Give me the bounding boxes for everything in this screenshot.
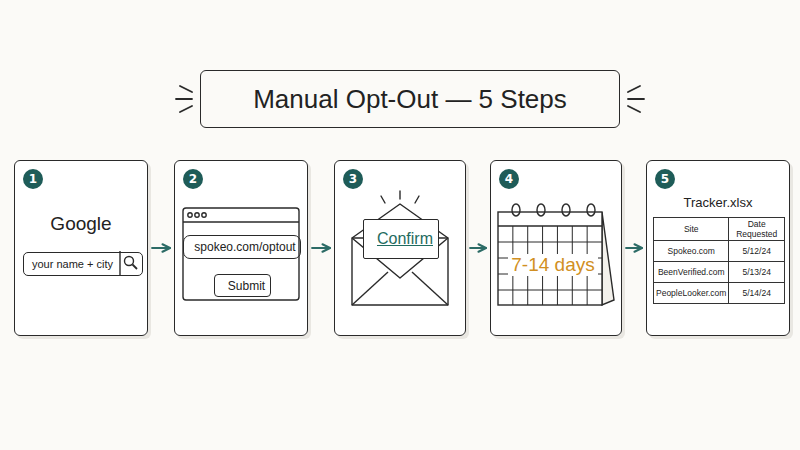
search-box: your name + city: [23, 252, 143, 276]
calendar-page: [498, 212, 602, 305]
table-row: Site Date Requested: [654, 218, 785, 241]
envelope-fold: [412, 272, 448, 305]
panel-ground: [490, 160, 622, 336]
table-cell: Site: [654, 218, 729, 241]
table-cell-text: PeopleLooker.com: [656, 288, 726, 298]
step-panel: spokeo.com/optoutSubmit 2: [174, 160, 308, 336]
flourish-stroke: [180, 86, 192, 92]
step-panel: your name + city 1Google: [14, 160, 148, 336]
table-cell: Date Requested: [729, 218, 785, 241]
calendar-ring: [562, 204, 570, 216]
calendar-side: [602, 212, 614, 305]
flourish-stroke: [180, 106, 192, 112]
calendar-grid-line: [498, 242, 602, 243]
burst-stroke: [399, 191, 400, 199]
table-row: Spokeo.com 5/12/24: [654, 241, 785, 262]
browser-titlebar: [183, 221, 299, 222]
table-cell-text: Date Requested: [736, 219, 777, 239]
table-cell-text: Spokeo.com: [668, 246, 715, 256]
panel-ground: [174, 160, 308, 336]
search-text: your name + city: [32, 258, 113, 270]
envelope-fold: [352, 272, 388, 305]
callout-number: 1: [23, 169, 43, 189]
calendar-header-line: [498, 225, 602, 226]
table-cell: Spokeo.com: [654, 241, 729, 262]
table-cell-text: BeenVerified.com: [658, 267, 725, 277]
panel-grounds: [14, 160, 793, 339]
calendar: [498, 204, 614, 305]
title-text: Manual Opt-Out — 5 Steps: [253, 84, 567, 115]
flourish-stroke: [628, 86, 640, 92]
browser-dot: [195, 213, 199, 217]
burst-stroke: [415, 196, 419, 203]
panel-ground: [646, 160, 790, 336]
confirm-text: Confirm: [377, 230, 433, 248]
browser-frame: [183, 208, 299, 300]
calendar-ring: [537, 204, 545, 216]
url-field: spokeo.com/optout: [183, 235, 300, 259]
title-box: Manual Opt-Out — 5 Steps: [200, 70, 620, 128]
button-label: Submit: [228, 279, 265, 293]
flow-arrow: [152, 247, 170, 249]
table-cell: PeopleLooker.com: [654, 283, 729, 304]
table-cell: 5/13/24: [729, 262, 785, 283]
search-logo: Google: [15, 213, 147, 235]
browser-dot: [202, 213, 206, 217]
url-text: spokeo.com/optout: [194, 240, 295, 254]
table-cell: BeenVerified.com: [654, 262, 729, 283]
table-cell-text: Site: [684, 224, 699, 234]
table-cell-text: 5/13/24: [743, 267, 771, 277]
calendar-ring: [587, 204, 595, 216]
callout-number: 3: [343, 169, 363, 189]
flow-arrow: [470, 247, 486, 249]
table-row: BeenVerified.com 5/13/24: [654, 262, 785, 283]
browser-dot: [188, 213, 192, 217]
panel-ground: [334, 160, 466, 336]
table-cell: 5/12/24: [729, 241, 785, 262]
envelope: [352, 191, 448, 305]
duration-text: 7-14 days: [508, 254, 597, 276]
flourish-stroke: [628, 106, 640, 112]
table-cell: 5/14/24: [729, 283, 785, 304]
flourish-stroke: [628, 98, 644, 100]
flourish-stroke: [176, 98, 192, 100]
table-cell-text: 5/12/24: [743, 246, 771, 256]
confirm-card: Confirm: [363, 219, 439, 259]
flow-arrow: [312, 247, 330, 249]
magnifier-handle: [133, 265, 138, 270]
callout-number: 2: [183, 169, 203, 189]
browser-window: [183, 208, 299, 300]
calendar-grid-line: [498, 290, 602, 291]
burst-stroke: [381, 196, 385, 203]
table-cell-text: 5/14/24: [743, 288, 771, 298]
calendar-box: 7-14 days: [500, 249, 601, 281]
step-panel: 5Tracker.xlsxSiteDate RequestedSpokeo.co…: [646, 160, 790, 336]
tracker-table: Site Date RequestedSpokeo.com 5/12/24BeenV…: [653, 217, 785, 304]
panel-ground: [14, 160, 148, 336]
file-name: Tracker.xlsx: [647, 195, 789, 210]
callout-number: 4: [499, 169, 519, 189]
magnifier-icon: [120, 251, 137, 275]
step-panel: 7-14 days 4: [490, 160, 622, 336]
table-row: PeopleLooker.com 5/14/24: [654, 283, 785, 304]
step-panel: Confirm 3: [334, 160, 466, 336]
search-divider: [119, 251, 120, 275]
flow-arrow: [626, 247, 642, 249]
calendar-grid: [498, 226, 602, 305]
magnifier-lens: [125, 257, 134, 266]
submit-button: Submit: [214, 274, 271, 297]
calendar-ring: [512, 204, 520, 216]
callout-number: 5: [655, 169, 675, 189]
